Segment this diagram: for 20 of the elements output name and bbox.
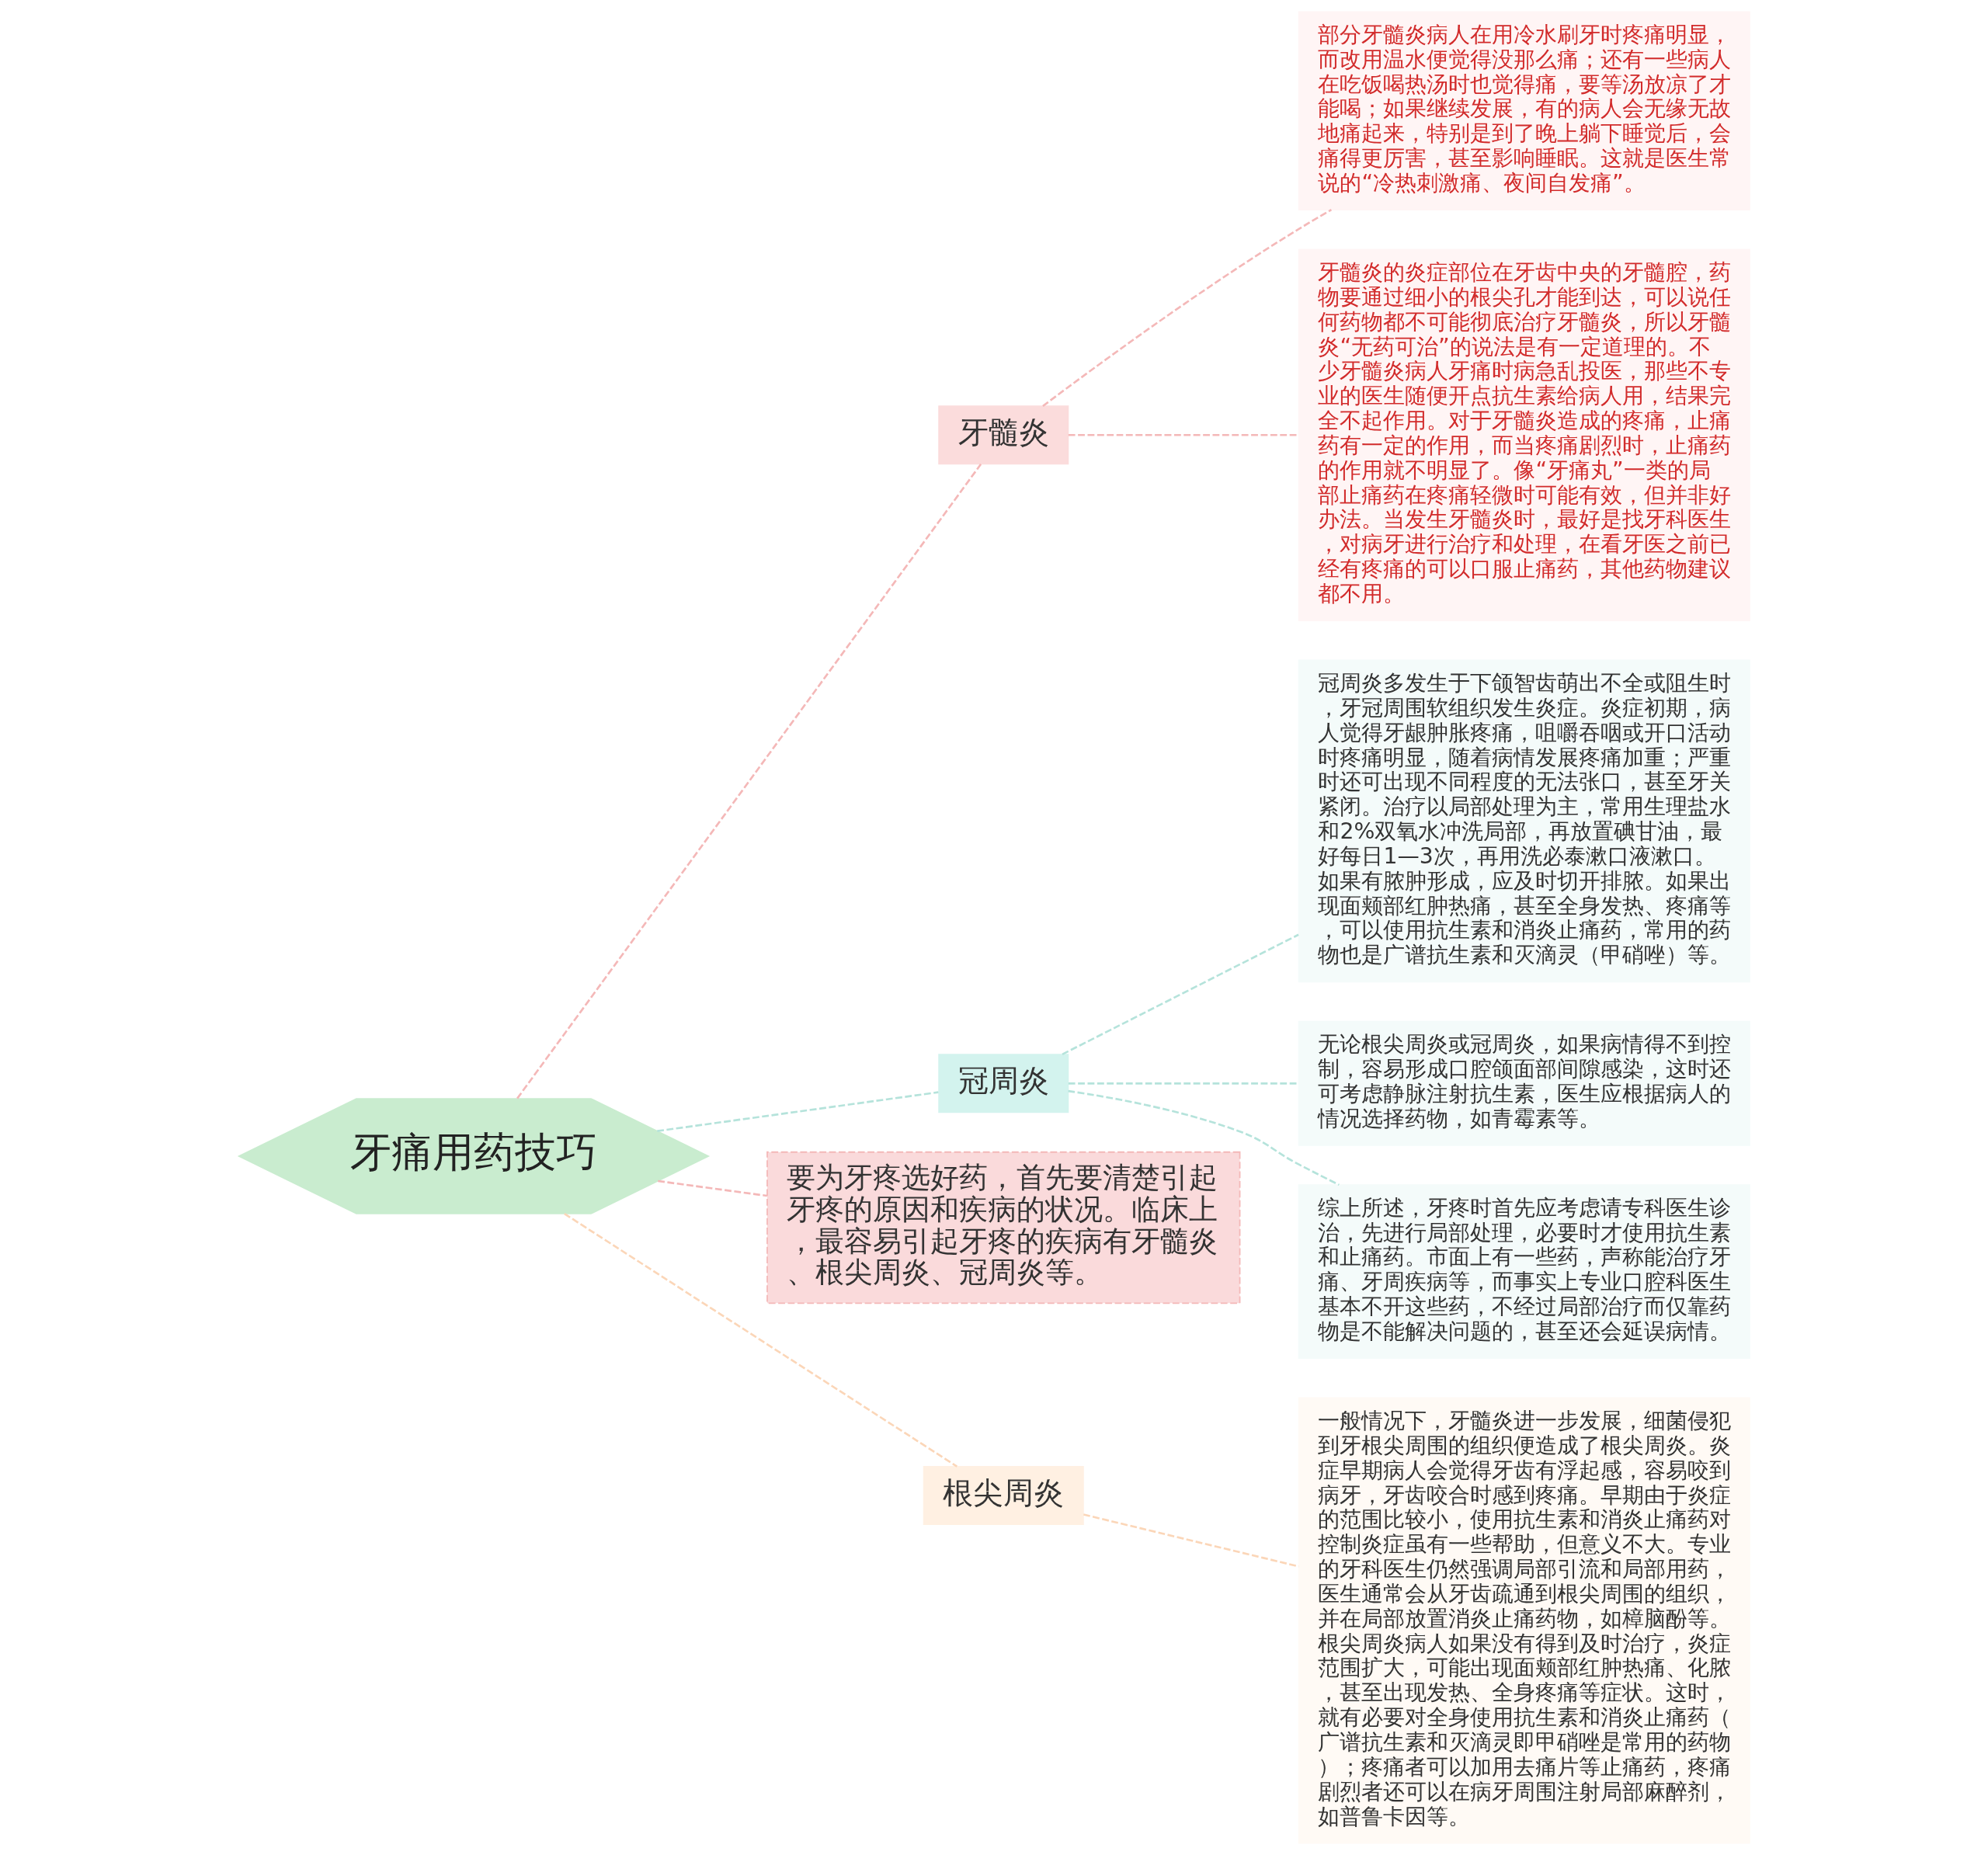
node-box: 部分牙髓炎病人在用冷水刷牙时疼痛明显，而改用温水便觉得没那么痛；还有一些病人在吃饭喝热汤时也觉得痛，要等汤放凉了才能喝；如果继续发展，有的病人会无缘无故地痛起来，特别是到了晚上躺下睡觉后，会痛得更厉害，甚至影响睡眠。这就是医生常说的“冷热刺激痛、夜间自发痛”。 — [1298, 11, 1750, 210]
node-box: 冠周炎 — [937, 1054, 1069, 1113]
connector — [563, 1213, 958, 1468]
node-box: 综上所述，牙疼时首先应考虑请专科医生诊治，先进行局部处理，必要时才使用抗生素和止痛药。市面上有一些药，声称能治疗牙痛、牙周疾病等，而事实上专业口腔科医生基本不开这些药，不经过局部治疗而仅靠药物是不能解决问题的，甚至还会延误病情。 — [1298, 1184, 1750, 1359]
node-box: 牙髓炎的炎症部位在牙齿中央的牙髓腔，药物要通过细小的根尖孔才能到达，可以说任何药物都不可能彻底治疗牙髓炎，所以牙髓炎“无药可治”的说法是有一定道理的。不少牙髓炎病人牙痛时病急乱投医，那些不专业的医生随便开点抗生素给病人用，结果完全不起作用。对于牙髓炎造成的疼痛，止痛药有一定的作用，而当疼痛剧烈时，止痛药的作用就不明显了。像“牙痛丸”一类的局部止痛药在疼痛轻微时可能有效，但并非好办法。当发生牙髓炎时，最好是找牙科医生，对病牙进行治疗和处理，在看牙医之前已经有疼痛的可以口服止痛药，其他药物建议都不用。 — [1298, 248, 1750, 621]
connector — [1083, 1513, 1299, 1568]
node-box: 一般情况下，牙髓炎进一步发展，细菌侵犯到牙根尖周围的组织便造成了根尖周炎。炎症早期病人会觉得牙齿有浮起感，容易咬到病牙，牙齿咬合时感到疼痛。早期由于炎症的范围比较小，使用抗生素和消炎止痛药对控制炎症虽有一些帮助，但意义不大。专业的牙科医生仍然强调局部引流和局部用药，医生通常会从牙齿疏通到根尖周围的组织，并在局部放置消炎止痛药物，如樟脑酚等。根尖周炎病人如果没有得到及时治疗，炎症范围扩大，可能出现面颊部红肿热痛、化脓，甚至出现发热、全身疼痛等症状。这时，就有必要对全身使用抗生素和消炎止痛药（广谱抗生素和灭滴灵即甲硝唑是常用的药物）；疼痛者可以加用去痛片等止痛药，疼痛剧烈者还可以在病牙周围注射局部麻醉剂，如普鲁卡因等。 — [1298, 1397, 1750, 1844]
connector — [656, 1091, 938, 1132]
node-box: 牙髓炎 — [937, 405, 1069, 465]
connector — [516, 464, 982, 1099]
connector — [1067, 1089, 1340, 1186]
node-box: 要为牙疼选好药，首先要清楚引起牙疼的原因和疾病的状况。临床上，最容易引起牙疼的疾病有牙髓炎、根尖周炎、冠周炎等。 — [766, 1151, 1240, 1304]
connector — [1068, 433, 1298, 436]
connector — [1068, 1082, 1298, 1085]
node-box: 冠周炎多发生于下颌智齿萌出不全或阻生时，牙冠周围软组织发生炎症。炎症初期，病人觉得牙龈肿胀疼痛，咀嚼吞咽或开口活动时疼痛明显，随着病情发展疼痛加重；严重时还可出现不同程度的无法张口，甚至牙关紧闭。治疗以局部处理为主，常用生理盐水和2%双氧水冲洗局部，再放置碘甘油，最好每日1—3次，再用洗必泰漱口液漱口。如果有脓肿形成，应及时切开排脓。如果出现面颊部红肿热痛，甚至全身发热、疼痛等，可以使用抗生素和消炎止痛药，常用的药物也是广谱抗生素和灭滴灵（甲硝唑）等。 — [1298, 659, 1750, 983]
node-box: 无论根尖周炎或冠周炎，如果病情得不到控制，容易形成口腔颌面部间隙感染，这时还可考虑静脉注射抗生素，医生应根据病人的情况选择药物，如青霉素等。 — [1298, 1020, 1750, 1146]
connector — [657, 1179, 767, 1197]
node-box: 根尖周炎 — [923, 1466, 1084, 1526]
connector — [1041, 209, 1332, 408]
connector — [1061, 933, 1299, 1056]
